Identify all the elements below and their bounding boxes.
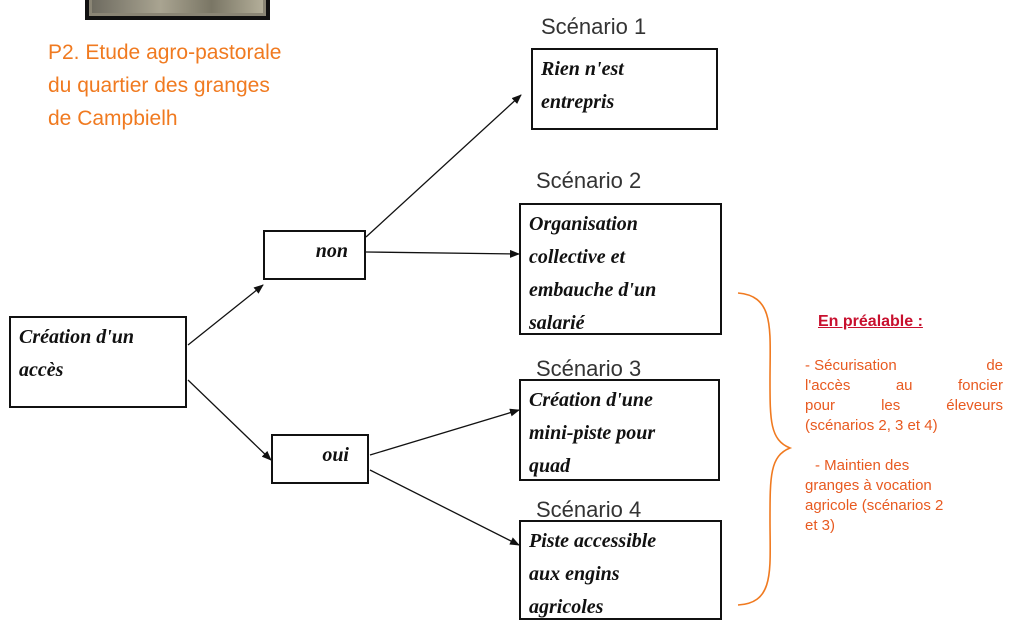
scenario-4-box: Piste accessible aux engins agricoles	[519, 520, 722, 620]
prerequisites-heading: En préalable :	[818, 313, 923, 330]
scenario-2-line-3: embauche d'un	[529, 279, 657, 301]
scenario-1-box: Rien n'est entrepris	[531, 48, 718, 130]
header-photo	[85, 0, 270, 20]
prereq1-word: - Sécurisation	[805, 357, 897, 374]
scenario-3-line-3: quad	[529, 455, 571, 477]
scenario-2-line-1: Organisation	[529, 213, 638, 235]
scenario-1-line-2: entrepris	[541, 91, 615, 113]
prereq1-word: les	[881, 397, 901, 414]
prerequisite-item-2: - Maintien des granges à vocation agrico…	[805, 456, 943, 536]
prereq1-word: de	[986, 357, 1003, 374]
title-line-2: du quartier des granges	[48, 74, 270, 97]
prereq2-line-1: - Maintien des	[815, 457, 910, 474]
prerequisite-bracket	[737, 292, 793, 606]
decision-box-non: non	[263, 230, 366, 280]
title-line-3: de Campbielh	[48, 107, 178, 130]
scenario-4-line-3: agricoles	[529, 596, 604, 618]
scenario-4-label: Scénario 4	[536, 497, 642, 522]
scenario-3-box: Création d'une mini-piste pour quad	[519, 379, 720, 481]
arrow-root-to-oui	[187, 379, 272, 461]
root-line-2: accès	[19, 359, 64, 381]
scenario-2-box: Organisation collective et embauche d'un…	[519, 203, 722, 335]
prereq2-line-4: et 3)	[805, 517, 836, 534]
scenario-3-line-2: mini-piste pour	[529, 422, 656, 444]
prereq1-word: éleveurs	[946, 397, 1003, 414]
arrow-oui-to-scenario3	[369, 408, 520, 456]
arrow-oui-to-scenario4	[369, 469, 520, 546]
scenario-1-line-1: Rien n'est	[541, 58, 624, 80]
prereq1-line-3: pour les éleveurs	[805, 396, 1003, 416]
decision-oui-label: oui	[322, 444, 349, 466]
scenario-3-label: Scénario 3	[536, 356, 642, 381]
prereq1-word: l'accès	[805, 377, 851, 394]
arrow-root-to-non	[187, 284, 264, 346]
prereq1-word: au	[895, 377, 913, 394]
prereq2-line-2: granges à vocation	[805, 477, 932, 494]
prereq1-line-2: l'accès au foncier	[805, 376, 1003, 396]
scenario-2-line-2: collective et	[529, 246, 626, 268]
prereq1-line-4: (scénarios 2, 3 et 4)	[805, 417, 938, 434]
scenario-1-label: Scénario 1	[541, 14, 647, 39]
scenario-4-line-2: aux engins	[529, 563, 620, 585]
arrow-non-to-scenario1	[365, 94, 522, 238]
prereq2-line-3: agricole (scénarios 2	[805, 497, 944, 514]
prereq1-word: foncier	[957, 377, 1003, 394]
prerequisite-item-1: - Sécurisation de l'accès au foncier pou…	[805, 356, 1003, 436]
decision-non-label: non	[315, 240, 348, 262]
decision-box-oui: oui	[271, 434, 369, 484]
arrow-non-to-scenario2	[365, 249, 520, 258]
root-box-creation-acces: Création d'un accès	[9, 316, 187, 408]
prereq1-line-1: - Sécurisation de	[805, 356, 1003, 376]
page-title: P2. Etude agro-pastorale du quartier des…	[48, 36, 348, 135]
scenario-4-line-1: Piste accessible	[529, 530, 657, 552]
scenario-3-line-1: Création d'une	[529, 389, 653, 411]
scenario-2-label: Scénario 2	[536, 168, 642, 193]
scenario-2-line-4: salarié	[529, 312, 585, 334]
title-line-1: P2. Etude agro-pastorale	[48, 41, 282, 64]
root-line-1: Création d'un	[19, 326, 135, 348]
prereq1-word: pour	[805, 397, 836, 414]
